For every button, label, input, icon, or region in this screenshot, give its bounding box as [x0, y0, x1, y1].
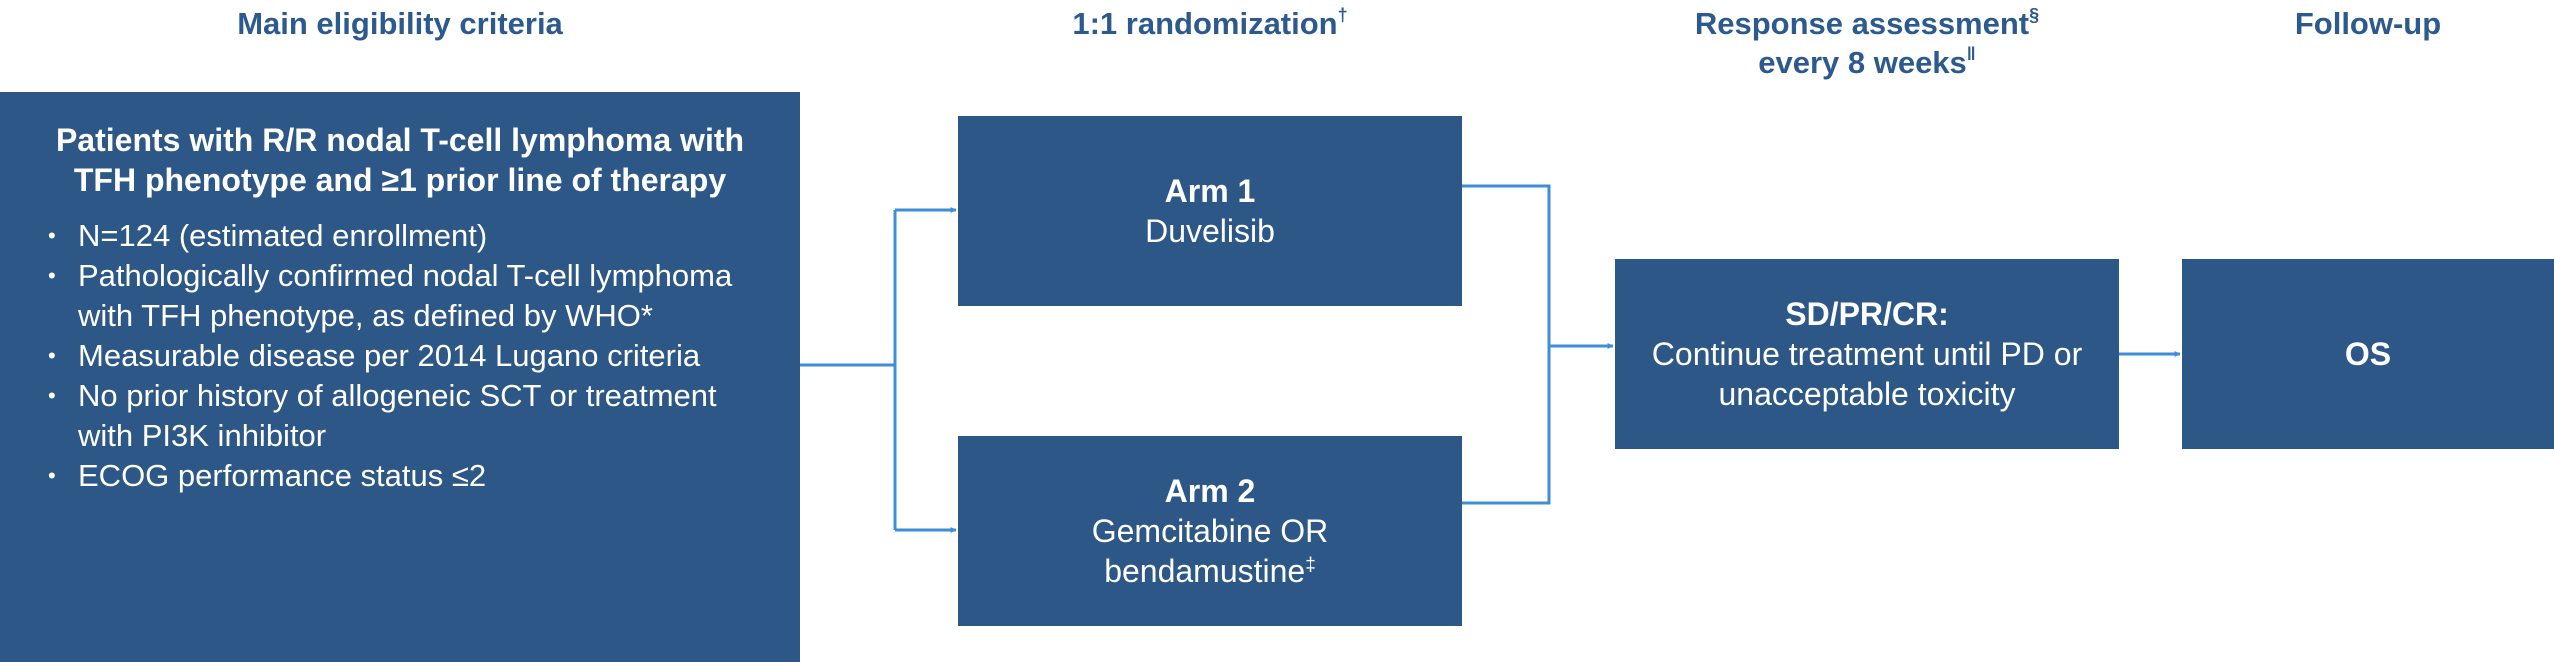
header-response-assessment: Response assessment§ every 8 weeksǁ — [1694, 4, 2040, 80]
bullet-icon: • — [48, 383, 56, 408]
header-randomization: 1:1 randomization† — [1072, 4, 1348, 41]
arm2-treatment-line2: bendamustine‡ — [1104, 553, 1316, 589]
criteria-item: •No prior history of allogeneic SCT or t… — [48, 378, 717, 453]
follow-up-title: OS — [2344, 336, 2392, 372]
response-title: SD/PR/CR: — [1785, 296, 1949, 332]
interval-footnote-mark: ǁ — [1966, 43, 1976, 64]
response-text: Continue treatment until PD or unaccepta… — [1651, 336, 2083, 412]
response-footnote-mark: § — [2029, 4, 2040, 25]
bullet-icon: • — [48, 343, 56, 368]
randomization-footnote-mark: † — [1337, 4, 1348, 25]
arm1-title: Arm 1 — [1164, 173, 1256, 209]
eligibility-criteria-list: •N=124 (estimated enrollment) •Pathologi… — [0, 216, 800, 496]
arm2-treatment-line1: Gemcitabine OR — [1091, 513, 1329, 549]
bullet-icon: • — [48, 223, 56, 248]
eligibility-box: Patients with R/R nodal T-cell lymphoma … — [0, 92, 800, 662]
criteria-item: •ECOG performance status ≤2 — [48, 456, 780, 496]
arm2-footnote-mark: ‡ — [1305, 554, 1316, 576]
response-box: SD/PR/CR: Continue treatment until PD or… — [1615, 259, 2119, 449]
arm2-title: Arm 2 — [1164, 473, 1256, 509]
eligibility-title: Patients with R/R nodal T-cell lymphoma … — [55, 122, 745, 198]
arm1-box: Arm 1 Duvelisib — [958, 116, 1462, 306]
header-follow-up: Follow-up — [2294, 6, 2442, 41]
bullet-icon: • — [48, 463, 56, 488]
bullet-icon: • — [48, 263, 56, 288]
follow-up-box: OS — [2182, 259, 2554, 449]
arm2-box: Arm 2 Gemcitabine OR bendamustine‡ — [958, 436, 1462, 626]
connector-arm1-out — [1461, 184, 1551, 505]
criteria-item: •N=124 (estimated enrollment) — [48, 216, 780, 256]
criteria-item: •Pathologically confirmed nodal T-cell l… — [48, 258, 733, 333]
arm1-treatment: Duvelisib — [1145, 213, 1275, 249]
header-eligibility: Main eligibility criteria — [237, 6, 563, 41]
criteria-item: •Measurable disease per 2014 Lugano crit… — [48, 336, 780, 376]
